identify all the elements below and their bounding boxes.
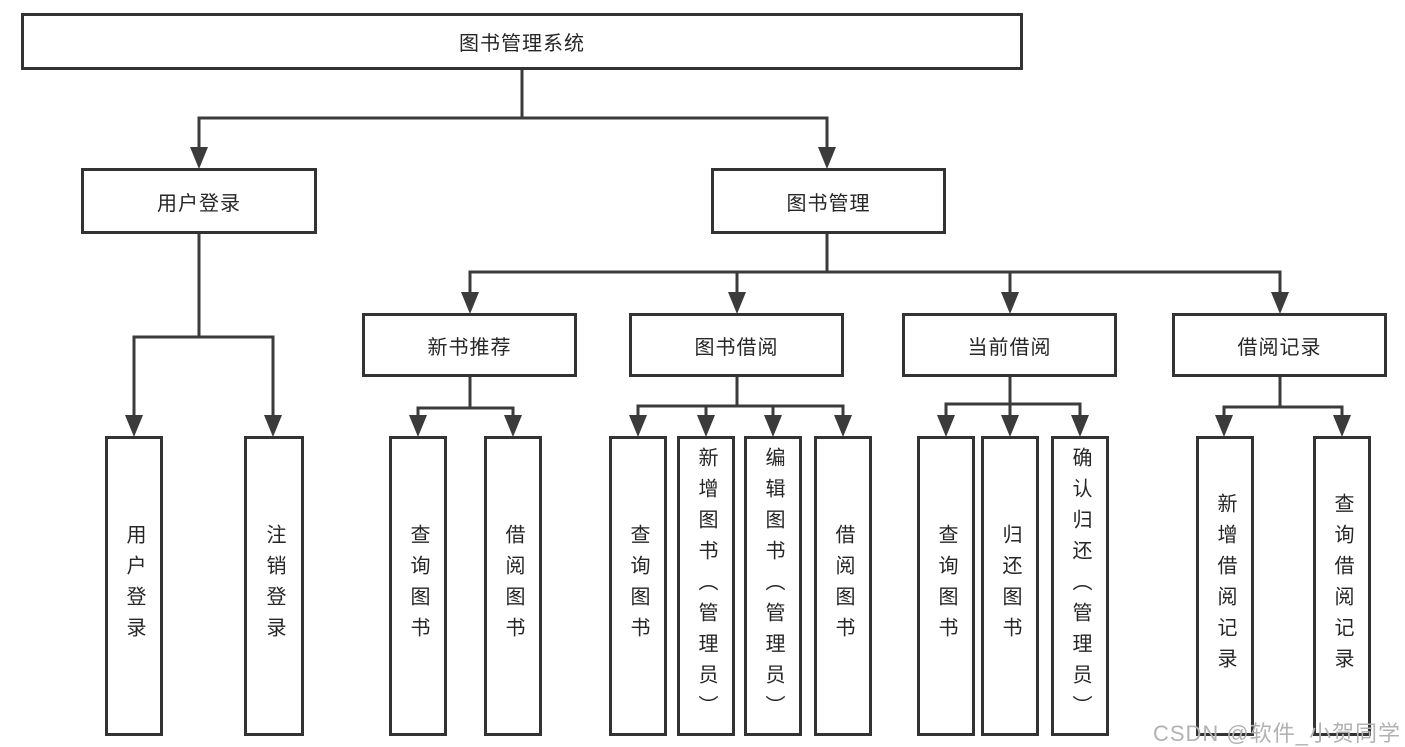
leaf-user-login: 用户登录 (105, 436, 163, 736)
leaf-recommend-query-books: 查询图书 (389, 436, 447, 736)
arrowhead (125, 415, 143, 437)
connector-new-books-to-leaves (416, 377, 515, 417)
leaf-confirm-return-admin-label: 确认归还（管理员） (1069, 446, 1091, 726)
leaf-recommend-borrow-books: 借阅图书 (484, 436, 542, 736)
arrowhead (834, 415, 852, 437)
node-book-borrow: 图书借阅 (629, 313, 844, 377)
leaf-add-borrow-record: 新增借阅记录 (1196, 436, 1254, 736)
arrowhead (1333, 415, 1351, 437)
leaf-user-login-label: 用户登录 (123, 524, 145, 648)
node-borrow-records-label: 借阅记录 (1237, 336, 1322, 359)
leaf-add-books-admin-label: 新增图书（管理员） (695, 446, 717, 726)
arrowhead (409, 415, 427, 437)
leaf-edit-books-admin-label: 编辑图书（管理员） (762, 446, 784, 726)
leaf-current-query-books-label: 查询图书 (935, 524, 957, 648)
leaf-recommend-query-books-label: 查询图书 (407, 524, 429, 648)
arrowhead (190, 147, 208, 169)
node-new-book-recommend-label: 新书推荐 (427, 336, 512, 359)
csdn-watermark: CSDN @软件_小贺同学 (1152, 721, 1401, 746)
leaf-return-books-label: 归还图书 (999, 524, 1021, 648)
arrowhead (728, 292, 746, 314)
arrowhead (1271, 292, 1289, 314)
connector-book-borrow-to-leaves (636, 377, 845, 417)
arrowhead (1001, 292, 1019, 314)
leaf-add-books-admin: 新增图书（管理员） (677, 436, 735, 736)
arrowhead (504, 415, 522, 437)
leaf-recommend-borrow-books-label: 借阅图书 (502, 524, 524, 648)
node-book-management: 图书管理 (711, 168, 946, 234)
leaf-borrow-books: 借阅图书 (814, 436, 872, 736)
leaf-borrow-query-books: 查询图书 (609, 436, 667, 736)
arrowhead (264, 415, 282, 437)
connector-book-mgmt-to-level3 (468, 234, 1282, 293)
node-book-management-label: 图书管理 (786, 192, 871, 215)
connector-current-borrow-to-leaves (944, 377, 1082, 417)
node-book-borrow-label: 图书借阅 (694, 336, 779, 359)
connector-user-login-to-leaves (132, 234, 275, 417)
arrowhead (818, 147, 836, 169)
arrowhead (1215, 415, 1233, 437)
node-borrow-records: 借阅记录 (1172, 313, 1387, 377)
leaf-add-borrow-record-label: 新增借阅记录 (1214, 493, 1236, 679)
arrowhead (764, 415, 782, 437)
connector-root-to-level2 (197, 69, 829, 149)
node-user-login-label: 用户登录 (157, 192, 241, 215)
arrowhead (937, 415, 955, 437)
leaf-logout-label: 注销登录 (263, 524, 285, 648)
arrowhead (697, 415, 715, 437)
arrowhead (1071, 415, 1089, 437)
leaf-current-query-books: 查询图书 (917, 436, 975, 736)
leaf-query-borrow-record-label: 查询借阅记录 (1331, 493, 1353, 679)
node-current-borrow: 当前借阅 (902, 313, 1117, 377)
node-root-label: 图书管理系统 (459, 33, 585, 55)
node-new-book-recommend: 新书推荐 (362, 313, 577, 377)
leaf-borrow-books-label: 借阅图书 (832, 524, 854, 648)
node-user-login: 用户登录 (81, 168, 317, 234)
node-root: 图书管理系统 (21, 13, 1023, 70)
arrowhead (629, 415, 647, 437)
leaf-edit-books-admin: 编辑图书（管理员） (744, 436, 802, 736)
arrowhead (461, 292, 479, 314)
leaf-query-borrow-record: 查询借阅记录 (1313, 436, 1371, 736)
leaf-return-books: 归还图书 (981, 436, 1039, 736)
arrowhead (1001, 415, 1019, 437)
leaf-logout: 注销登录 (244, 436, 304, 736)
leaf-borrow-query-books-label: 查询图书 (627, 524, 649, 648)
connector-borrow-records-to-leaves (1222, 377, 1344, 417)
node-current-borrow-label: 当前借阅 (967, 336, 1052, 359)
leaf-confirm-return-admin: 确认归还（管理员） (1051, 436, 1109, 736)
